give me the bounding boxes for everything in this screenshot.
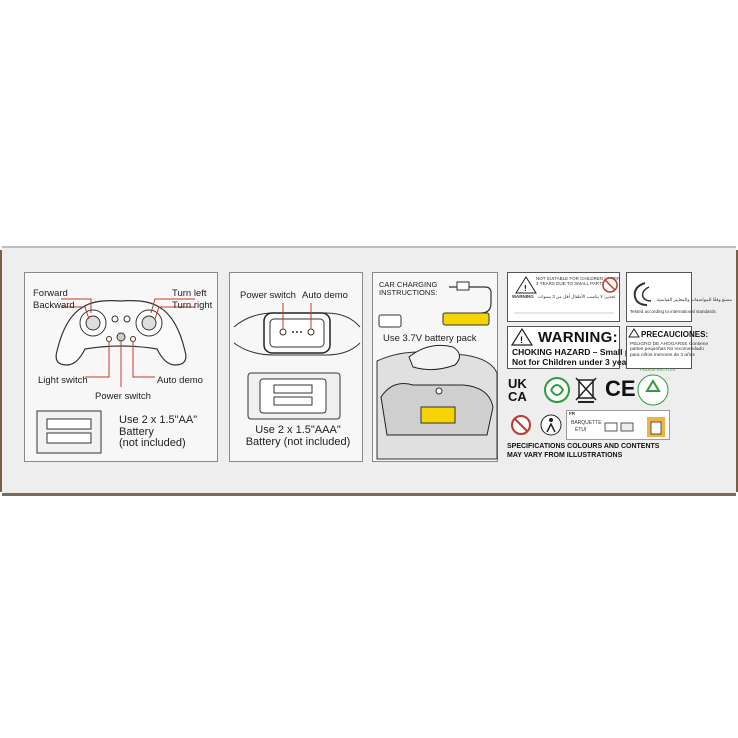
precauciones-line: partes pequeñas No recomendado [630,347,704,353]
forward-label: Forward [33,288,68,299]
precaution-triangle-icon [628,328,640,338]
ukca-mark: UK CA [508,377,527,403]
sorting-icons [604,417,665,437]
arabic-standards-text: مصنع وفقًا للمواصفات والمعايير القياسية [657,297,732,302]
ukca-bottom: CA [508,389,527,404]
precauciones-line: para niños menores de 3 años [630,352,695,358]
charging-instructions: CAR CHARGING INSTRUCTIONS: [379,281,437,297]
specs-line: MAY VARY FROM ILLUSTRATIONS [507,452,623,460]
not-for-children-text: Not for Children under 3 years. [512,357,637,367]
specs-line: SPECIFICATIONS COLOURS AND CONTENTS [507,443,660,450]
small-parts-warning-box: NOT SUITABLE FOR CHILDREN UNDER 3 YEARS … [507,272,620,322]
battery-note: Use 2 x 1.5"AA" Battery (not included) [119,414,198,450]
ce-mark: CE [605,376,636,401]
light-switch-label: Light switch [38,375,88,386]
svg-text:!: ! [524,284,527,293]
turn-right-label: Turn right [172,300,213,311]
car-battery-note-line: Use 2 x 1.5"AAA" [255,424,341,436]
barquette-label: BARQUETTE [571,420,602,426]
auto-demo-label: Auto demo [157,375,203,386]
triman-sorting-box: FR BARQUETTE ÉTUI [566,410,670,440]
precauciones-title: PRECAUCIONES: [641,330,709,339]
standards-logo [633,282,652,306]
battery-pack-label: Use 3.7V battery pack [383,333,477,344]
power-switch-label: Power switch [95,391,151,402]
small-parts-line: NOT SUITABLE FOR CHILDREN UNDER [536,276,621,281]
car-auto-demo-label: Auto demo [302,290,348,301]
precauciones-box: PRECAUCIONES: PELIGRO DE AHOGARSE Contie… [626,326,708,369]
precauciones-text: PELIGRO DE AHOGARSE Contiene partes pequ… [630,342,708,358]
ukca-top: UK [508,376,527,391]
tested-standards-box: مصنع وفقًا للمواصفات والمعايير القياسية … [626,272,732,322]
recycle-icon [637,374,669,406]
tidyman-icon [540,414,562,436]
small-warning-word: WARNING [512,294,534,299]
charging-illustration [376,281,498,460]
turn-left-label: Turn left [172,288,207,299]
controller-illustration [36,298,195,454]
fr-label: FR [569,411,575,416]
svg-text:!: ! [520,335,523,345]
tested-standards-text: Tested according to international standa… [630,309,716,314]
car-switch-panel: Power switch Auto demo Use 2 x 1.5"AAA" … [229,272,363,462]
small-parts-text: NOT SUITABLE FOR CHILDREN UNDER 3 YEARS … [536,276,621,287]
battery-note-line: (not included) [119,437,186,450]
choking-hazard-text: CHOKING HAZARD – Small parts. [512,347,649,357]
controller-panel: Forward Backward Turn left Turn right Li… [24,272,218,462]
battery-note-line: Battery [119,425,154,438]
car-underside-illustration [233,303,361,420]
charging-instructions-line: CAR CHARGING [379,280,438,289]
warning-triangle-icon: ! [510,327,534,346]
choking-warning-box: ! WARNING: CHOKING HAZARD – Small parts.… [507,326,648,369]
small-arabic-warning: تحذير: لا يناسب الأطفال أقل من 3 سنوات [538,294,616,299]
etui-label: ÉTUI [575,427,587,433]
charging-instructions-line: INSTRUCTIONS: [379,287,438,297]
small-parts-line: 3 YEARS DUE TO SMALL PARTS [536,280,605,286]
recycle-text: PLEASE RECYCLE [640,367,676,372]
green-dot-icon [544,377,570,403]
warning-title: WARNING: [538,329,618,346]
car-power-switch-label: Power switch [240,290,296,301]
no-small-children-icon [511,415,531,435]
weee-bin-icon [575,377,597,403]
car-battery-note-line: Battery (not included) [245,435,351,448]
car-battery-note: Use 2 x 1.5"AAA" Battery (not included) [242,424,354,448]
age-warning-icons: ! [514,276,618,314]
charging-panel: CAR CHARGING INSTRUCTIONS: Use 3.7V batt… [372,272,498,462]
specifications-note: SPECIFICATIONS COLOURS AND CONTENTS MAY … [507,442,659,460]
backward-label: Backward [33,300,75,311]
battery-note-line: Use 2 x 1.5"AA" [119,414,198,426]
precauciones-line: PELIGRO DE AHOGARSE Contiene [630,342,709,347]
